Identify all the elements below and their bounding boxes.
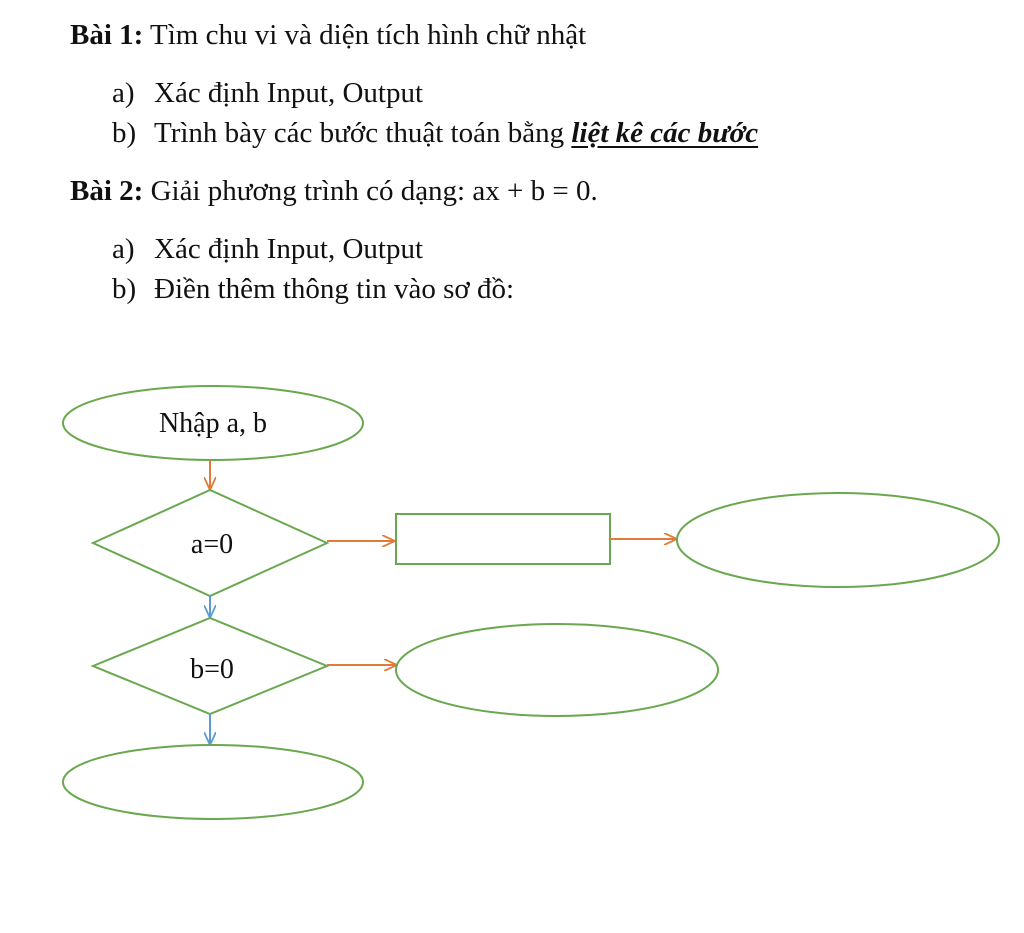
start-ellipse xyxy=(62,385,364,461)
exercise1-item-b-emphasis: liệt kê các bước xyxy=(571,117,759,149)
exercise2-heading: Bài 2: Giải phương trình có dạng: ax + b… xyxy=(70,174,598,208)
exercise1-item-b-marker: b) xyxy=(112,117,137,149)
output-ellipse-2-empty xyxy=(395,623,719,717)
output-ellipse-1-empty xyxy=(676,492,1000,588)
start-label: Nhập a, b xyxy=(159,408,267,439)
exercise2-item-a: a) Xác định Input, Output xyxy=(112,232,423,266)
exercise1-item-b: b) Trình bày các bước thuật toán bằng liệ… xyxy=(112,116,758,150)
exercise1-title: Tìm chu vi và diện tích hình chữ nhật xyxy=(143,19,587,51)
exercise1-item-b-text: Trình bày các bước thuật toán bằng xyxy=(154,117,572,149)
exercise1-item-a-marker: a) xyxy=(112,77,135,109)
decision1-diamond xyxy=(90,488,330,598)
exercise2-item-b-marker: b) xyxy=(112,273,137,305)
exercise2-item-b-text: Điền thêm thông tin vào sơ đồ: xyxy=(154,273,515,305)
exercise2-item-a-text: Xác định Input, Output xyxy=(154,233,424,265)
exercise1-label: Bài 1: xyxy=(70,19,144,51)
process-box-empty xyxy=(395,513,611,565)
exercise2-label: Bài 2: xyxy=(70,175,144,207)
output-ellipse-3-empty xyxy=(62,744,364,820)
decision1-label: a=0 xyxy=(191,529,233,560)
exercise2-item-a-marker: a) xyxy=(112,233,135,265)
exercise2-title: Giải phương trình có dạng: ax + b = 0. xyxy=(143,175,598,207)
exercise2-item-b: b) Điền thêm thông tin vào sơ đồ: xyxy=(112,272,514,306)
exercise1-item-a: a) Xác định Input, Output xyxy=(112,76,423,110)
exercise1-heading: Bài 1: Tìm chu vi và diện tích hình chữ … xyxy=(70,18,586,52)
decision2-label: b=0 xyxy=(190,654,234,685)
exercise1-item-a-text: Xác định Input, Output xyxy=(154,77,424,109)
